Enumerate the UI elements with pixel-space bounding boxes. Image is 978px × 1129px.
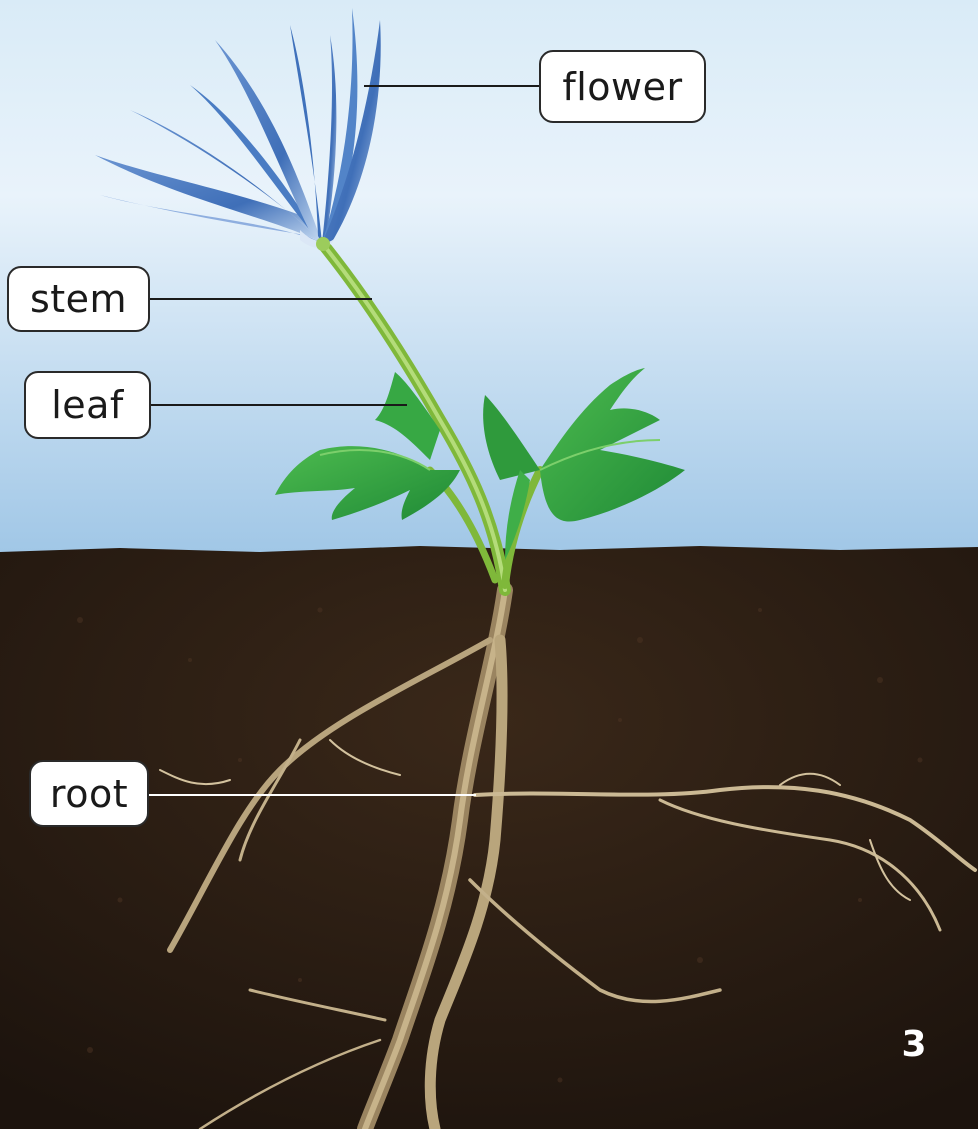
leaf-label: leaf xyxy=(24,371,151,439)
flower-label: flower xyxy=(539,50,706,123)
soil-background xyxy=(0,546,978,1129)
page-number: 3 xyxy=(884,1020,944,1070)
root-label: root xyxy=(29,760,149,827)
stem-label: stem xyxy=(7,266,150,332)
